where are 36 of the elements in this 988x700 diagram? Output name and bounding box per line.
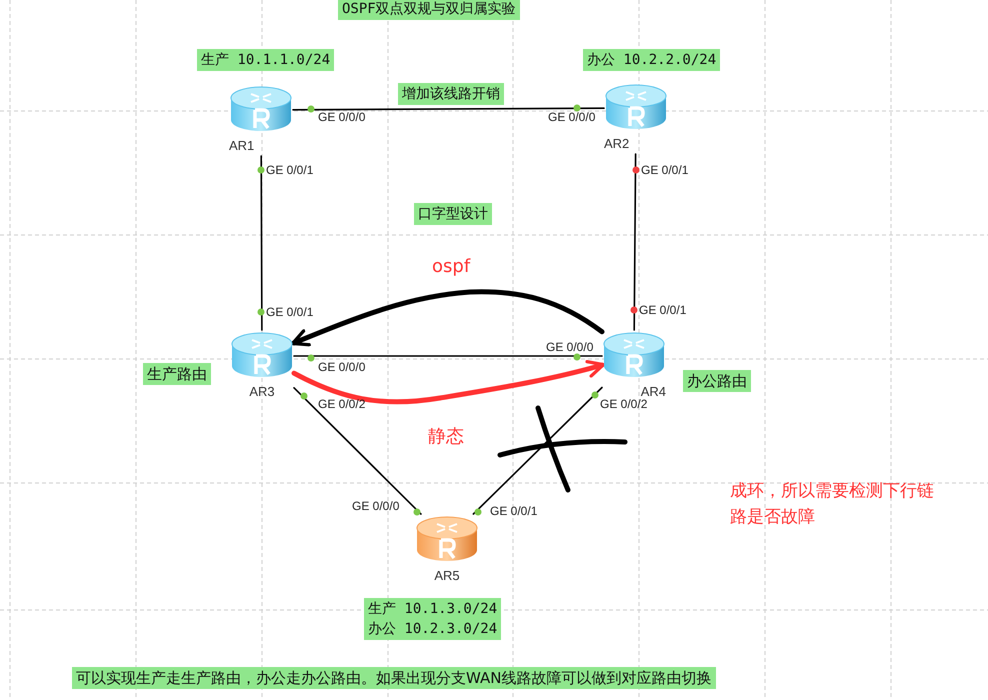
- hand-drawn-arrow: [292, 360, 606, 404]
- link-line: [472, 386, 603, 515]
- router-name: AR3: [248, 384, 276, 399]
- router-name: AR1: [229, 138, 254, 153]
- port-label: GE 0/0/0: [318, 111, 366, 124]
- router-name: AR2: [604, 136, 630, 151]
- link-line: [293, 355, 603, 357]
- network-tag: 生产 10.1.1.0/24: [197, 49, 334, 71]
- router-name: AR5: [433, 568, 461, 583]
- link-line: [293, 387, 422, 515]
- link-line: [292, 107, 605, 111]
- link-line: [260, 155, 263, 331]
- port-label: GE 0/0/0: [318, 361, 366, 374]
- network-tag: 办公路由: [683, 370, 751, 392]
- port-label: GE 0/0/1: [266, 164, 314, 177]
- network-tag: 生产路由: [143, 363, 211, 385]
- port-label: GE 0/0/1: [490, 505, 538, 518]
- title: OSPF双点双规与双归属实验: [338, 0, 520, 20]
- link-line: [633, 153, 636, 331]
- edge-label: ospf: [432, 256, 470, 277]
- network-tag: 生产 10.1.3.0/24 办公 10.2.3.0/24: [364, 598, 502, 640]
- caption-banner: 可以实现生产走生产路由，办公走办公路由。如果出现分支WAN线路故障可以做到对应路由切换: [72, 667, 716, 689]
- hand-drawn-arrow: [290, 289, 604, 346]
- router-name: AR4: [640, 384, 666, 399]
- network-tag: 增加该线路开销: [398, 83, 504, 105]
- network-tag: 口字型设计: [414, 203, 492, 225]
- note-text: 成环，所以需要检测下行链路是否故障: [730, 480, 935, 529]
- port-label: GE 0/0/0: [546, 341, 594, 354]
- port-label: GE 0/0/1: [639, 304, 686, 317]
- port-label: GE 0/0/2: [600, 398, 648, 411]
- port-label: GE 0/0/1: [641, 164, 688, 177]
- port-label: GE 0/0/0: [352, 500, 400, 513]
- network-tag: 办公 10.2.2.0/24: [583, 49, 720, 71]
- port-label: GE 0/0/1: [266, 306, 314, 319]
- port-label: GE 0/0/0: [548, 111, 596, 124]
- port-label: GE 0/0/2: [318, 398, 366, 411]
